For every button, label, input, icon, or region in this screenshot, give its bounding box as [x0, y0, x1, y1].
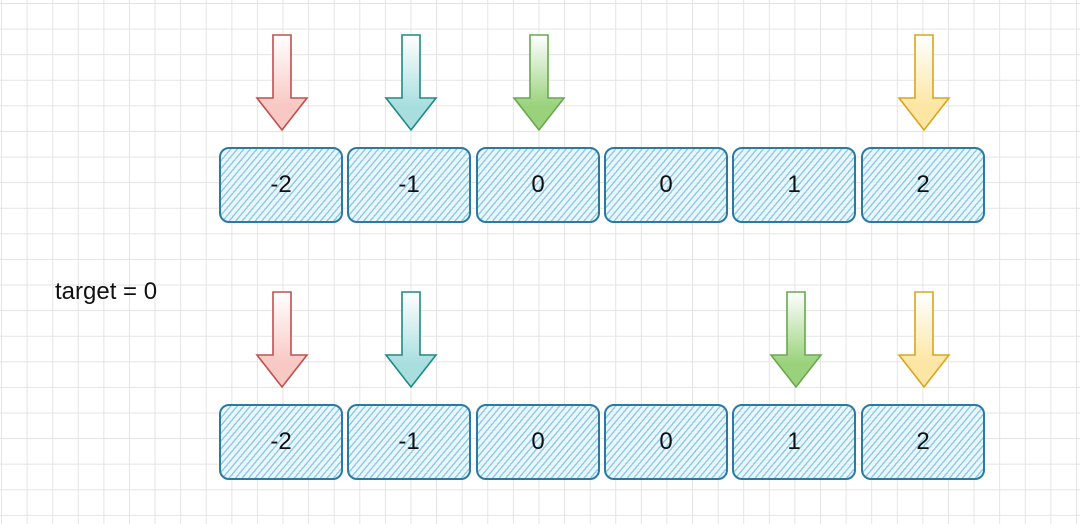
array-cell: 0	[604, 147, 728, 223]
cell-value: -1	[398, 171, 420, 198]
array-cell: 2	[861, 404, 985, 480]
pointer-arrow-icon	[384, 34, 438, 132]
cell-value: 2	[916, 428, 930, 455]
cell-value: 1	[787, 428, 801, 455]
pointer-arrow-icon	[255, 34, 309, 132]
pointer-arrow-icon	[769, 291, 823, 389]
pointer-arrow-icon	[255, 291, 309, 389]
cell-value: 0	[659, 171, 673, 198]
array-cell: 0	[604, 404, 728, 480]
cell-value: 0	[659, 428, 673, 455]
pointer-arrow-icon	[897, 34, 951, 132]
cell-value: 0	[531, 428, 545, 455]
array-cell: -2	[219, 147, 343, 223]
array-cell: 1	[732, 404, 856, 480]
array-cell: -1	[347, 147, 471, 223]
cell-value: 0	[531, 171, 545, 198]
cell-value: -2	[270, 171, 292, 198]
array-cell: -2	[219, 404, 343, 480]
pointer-arrow-icon	[384, 291, 438, 389]
cell-value: 2	[916, 171, 930, 198]
array-cell: -1	[347, 404, 471, 480]
cell-value: 1	[787, 171, 801, 198]
target-label: target = 0	[55, 278, 158, 305]
array-cell: 0	[476, 404, 600, 480]
array-cell: 1	[732, 147, 856, 223]
array-cell: 0	[476, 147, 600, 223]
cell-value: -2	[270, 428, 292, 455]
pointer-arrow-icon	[897, 291, 951, 389]
cell-value: -1	[398, 428, 420, 455]
pointer-arrow-icon	[512, 34, 566, 132]
array-cell: 2	[861, 147, 985, 223]
